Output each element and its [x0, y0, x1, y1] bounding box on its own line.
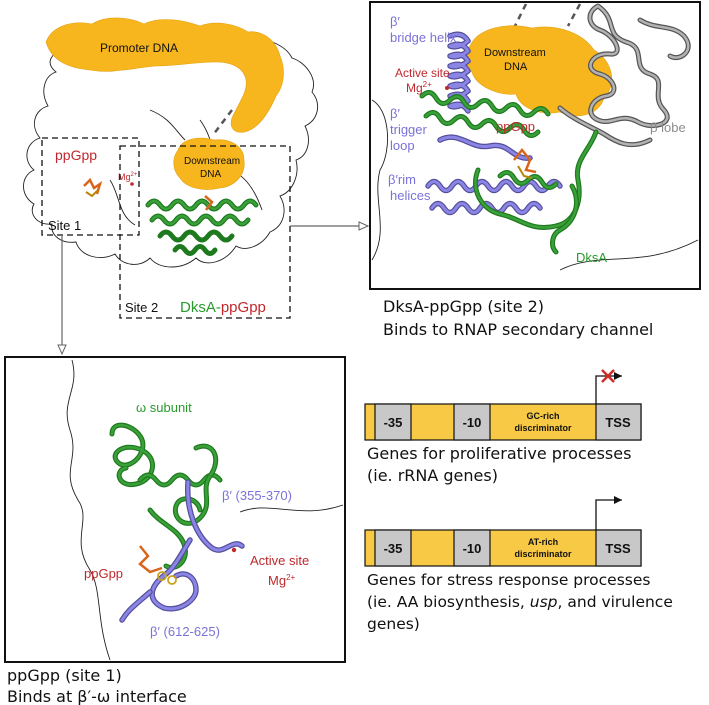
beta-prime-structure	[119, 479, 245, 623]
gc-promoter: -35 -10 GC-rich discriminator TSS Genes …	[364, 369, 642, 485]
at-disc-label-2: discriminator	[514, 549, 572, 559]
site2-surface-outline	[371, 99, 389, 261]
gc-tss-box	[595, 403, 642, 441]
site1-surface-outline	[239, 504, 344, 513]
site1-panel-frame	[4, 356, 346, 663]
site1-ppgpp-label: ppGpp	[55, 147, 97, 163]
site2-ppgpp-label: ppGpp	[496, 119, 535, 134]
site1-box	[41, 137, 140, 236]
trigger-loop-beta-label: β′	[390, 106, 400, 121]
rim-helices	[425, 178, 563, 216]
beta-lobe-label: β lobe	[650, 120, 686, 135]
dksa-ppgpp-label: DksA-ppGpp	[180, 299, 266, 316]
site2-panel-frame	[369, 1, 701, 290]
gc-disc-label-1: GC-rich	[526, 411, 559, 421]
omega-subunit-structure	[109, 422, 223, 570]
gc-minus10-label: -10	[463, 415, 482, 430]
site1-mg-label: Mg2+	[268, 573, 296, 588]
site2-downstream-dna-shape	[463, 25, 612, 117]
site1-caption-title: ppGpp (site 1)	[7, 666, 122, 685]
site2-caption-title: DksA-ppGpp (site 2)	[383, 297, 544, 316]
site2-dksa-label: DksA	[576, 250, 607, 265]
bridge-helix-label: bridge helix	[390, 30, 457, 45]
at-tss-box	[595, 529, 642, 567]
promoter-dna-label: Promoter DNA	[100, 41, 178, 55]
dksa-small-helices	[145, 195, 259, 256]
omega-label: ω subunit	[136, 400, 192, 415]
site2-box	[119, 145, 291, 319]
site2-panel: Downstream DNA β lobe	[369, 1, 701, 290]
at-minus35-box	[374, 529, 412, 567]
site1-label: Site 1	[48, 218, 81, 233]
dksa-structure	[419, 90, 599, 255]
at-desc-3: genes)	[367, 615, 420, 633]
site1-active-site-label: Active site	[250, 553, 309, 568]
mg-ion	[445, 86, 449, 90]
trigger-loop-label-1: trigger	[390, 122, 428, 137]
rim-helices-label-1: β′rim	[388, 172, 416, 187]
gc-minus35-label: -35	[384, 415, 403, 430]
at-desc-2: (ie. AA biosynthesis, usp, and virulence	[367, 593, 673, 611]
at-desc-1: Genes for stress response processes	[367, 571, 650, 589]
site2-mg-label: Mg2+	[406, 80, 432, 95]
site2-surface-outline	[559, 239, 699, 271]
at-minus35-label: -35	[384, 541, 403, 556]
gc-desc-2: (ie. rRNA genes)	[367, 466, 498, 485]
dna-path-dashed	[566, 3, 582, 27]
at-promoter: -35 -10 AT-rich discriminator TSS Genes …	[364, 496, 673, 633]
dna-path-dashed	[212, 109, 233, 136]
mg-ion	[231, 547, 237, 553]
site1-surface-outline	[66, 359, 111, 661]
downstream-dna-shape	[173, 137, 245, 190]
site2-active-site-label: Active site	[395, 66, 450, 80]
site2-downstream-label-2: DNA	[504, 61, 528, 73]
at-disc-label-1: AT-rich	[528, 537, 558, 547]
trigger-loop-label-2: loop	[390, 138, 415, 153]
site2-downstream-label: Downstream	[484, 47, 546, 59]
beta-lobe-structure	[557, 3, 691, 148]
downstream-dna-label-2: DNA	[200, 169, 221, 180]
at-tss-arrow	[595, 496, 622, 530]
gc-disc-label-2: discriminator	[514, 423, 572, 433]
bridge-helix	[447, 31, 471, 114]
at-minus10-label: -10	[463, 541, 482, 556]
site1-panel: ω subunit β′ (355-370) Active site Mg2+ …	[4, 356, 346, 663]
rnap-inner-contour	[149, 109, 186, 141]
rim-helices-label-2: helices	[390, 188, 431, 203]
at-tss-label: TSS	[605, 541, 631, 556]
promoter-dna-shape	[45, 17, 284, 133]
site1-ppgpp-molecule	[83, 177, 103, 198]
gc-tss-arrow	[595, 372, 622, 404]
site2-label: Site 2	[125, 300, 158, 315]
site1-ppgpp-label: ppGpp	[84, 566, 123, 581]
at-minus10-box	[453, 529, 491, 567]
blocked-x-icon	[601, 369, 615, 383]
beta-prime-612-label: β′ (612-625)	[150, 624, 220, 639]
downstream-dna-label: Downstream	[184, 156, 240, 167]
gc-minus35-box	[374, 403, 412, 441]
mg-ion	[130, 182, 134, 186]
gc-minus10-box	[453, 403, 491, 441]
bridge-helix-beta-label: β′	[390, 14, 400, 29]
site1-caption-desc: Binds at β′-ω interface	[7, 687, 187, 705]
dna-path-dashed	[512, 3, 528, 29]
overview-mg-label: Mg2+	[118, 172, 138, 182]
gc-desc-1: Genes for proliferative processes	[367, 444, 631, 463]
site1-ppgpp-molecule	[138, 545, 177, 585]
beta-prime-355-label: β′ (355-370)	[222, 488, 292, 503]
site2-ppgpp-molecule	[513, 147, 537, 179]
site2-caption-desc: Binds to RNAP secondary channel	[383, 320, 653, 339]
gc-tss-label: TSS	[605, 415, 631, 430]
